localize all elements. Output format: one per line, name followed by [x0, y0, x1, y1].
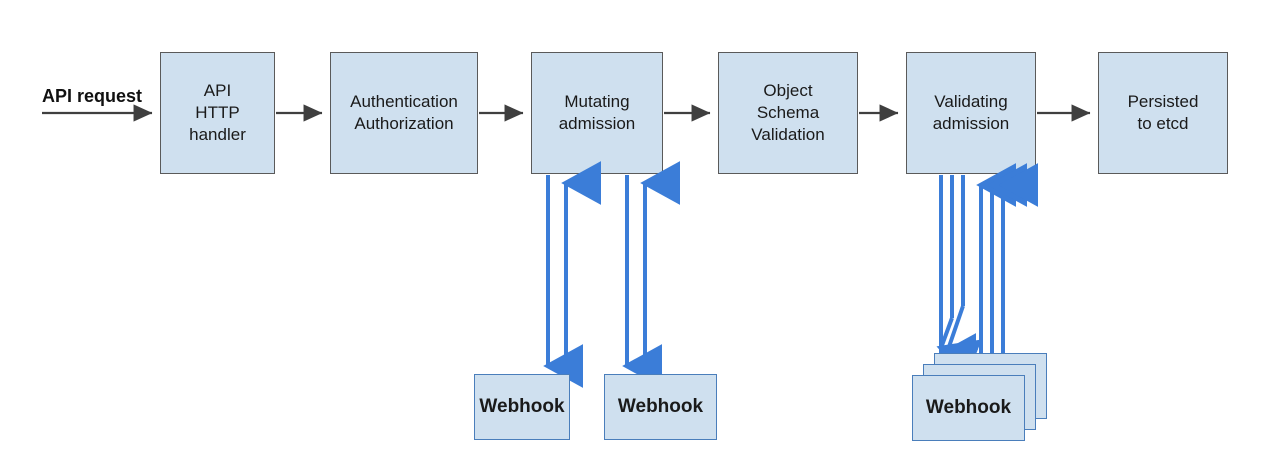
node-mutating-admission[interactable]: Mutating admission — [531, 52, 663, 174]
node-api-http-handler[interactable]: API HTTP handler — [160, 52, 275, 174]
node-object-schema-validation[interactable]: Object Schema Validation — [718, 52, 858, 174]
api-request-label: API request — [42, 86, 143, 106]
webhook-validating-front[interactable]: Webhook — [912, 375, 1025, 441]
node-persisted-to-etcd[interactable]: Persisted to etcd — [1098, 52, 1228, 174]
webhook-mutating-1[interactable]: Webhook — [474, 374, 570, 440]
node-authentication-authorization[interactable]: Authentication Authorization — [330, 52, 478, 174]
node-validating-admission[interactable]: Validating admission — [906, 52, 1036, 174]
call-arrow-validating-webhook-2 — [936, 175, 982, 381]
call-arrow-validating-webhook-3 — [936, 175, 982, 403]
webhook-mutating-2[interactable]: Webhook — [604, 374, 717, 440]
